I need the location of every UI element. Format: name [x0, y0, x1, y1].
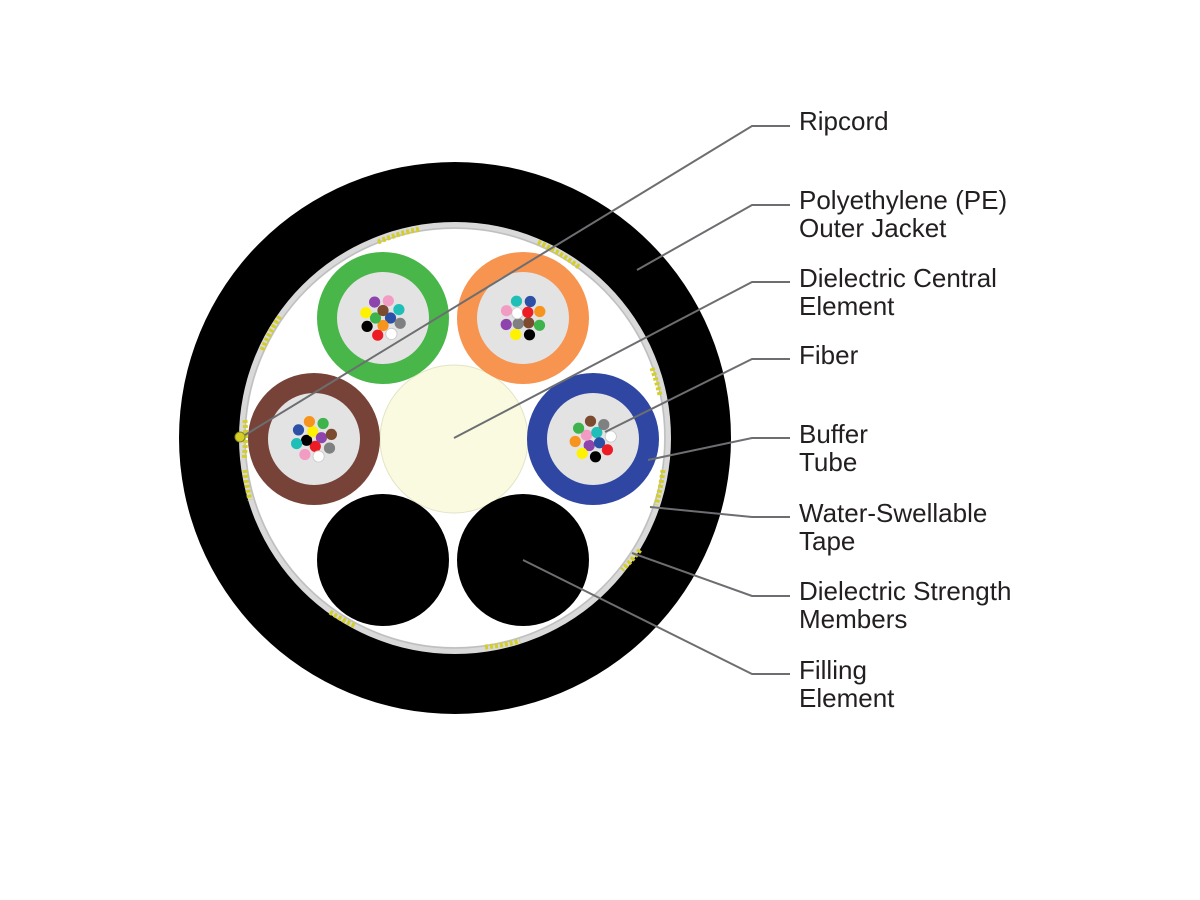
dielectric-central-element [379, 364, 529, 514]
fiber [523, 329, 536, 341]
label-water-swellable-tape-line-2: Tape [799, 526, 856, 556]
strength-member-segment [242, 469, 253, 501]
buffer-tube-orange [457, 252, 589, 384]
fiber [598, 419, 610, 431]
fiber [511, 307, 524, 320]
leader-line-strength-members [631, 552, 790, 597]
fiber [385, 327, 398, 340]
label-strength-members-line-2: Members [799, 604, 908, 634]
fiber [584, 415, 597, 427]
leader-line-buffer-tube [647, 437, 790, 461]
strength-member-segment [484, 638, 521, 650]
strength-member-segment [328, 609, 357, 629]
label-ripcord: Ripcord [799, 107, 889, 135]
filling-element-left [317, 494, 449, 626]
fiber [512, 318, 524, 330]
fiber [307, 426, 319, 438]
fiber [377, 304, 389, 317]
strength-member-segment [259, 314, 283, 351]
fiber [323, 442, 336, 454]
label-water-swellable-tape: Water-Swellable Tape [799, 499, 987, 555]
label-filling-element-line-1: Filling [799, 655, 867, 685]
dielectric-strength-members [241, 226, 666, 650]
label-fiber: Fiber [799, 341, 858, 369]
ripcord [234, 431, 246, 443]
label-outer-jacket-line-2: Outer Jacket [799, 213, 947, 243]
leader-line-fiber [604, 358, 790, 433]
fiber [303, 416, 315, 428]
strength-member-segment [649, 367, 663, 396]
strength-member-segment [241, 419, 248, 461]
fiber [576, 447, 588, 459]
leader-line-ripcord [244, 125, 790, 436]
fiber [593, 437, 606, 449]
fiber [523, 317, 535, 329]
leader-lines [244, 125, 790, 675]
fiber [369, 296, 381, 308]
fiber [309, 440, 321, 452]
fiber [569, 435, 581, 448]
fiber [369, 312, 382, 324]
fiber [589, 451, 602, 463]
label-central-element: Dielectric Central Element [799, 264, 997, 320]
fiber [500, 305, 513, 317]
fiber [291, 438, 303, 450]
fiber [384, 312, 397, 324]
buffer-tube-blue [527, 373, 659, 505]
leader-line-outer-jacket [636, 204, 790, 271]
fiber [382, 295, 394, 307]
leader-line-water-swellable-tape [649, 506, 790, 518]
label-filling-element: Filling Element [799, 656, 894, 712]
strength-member-segment [536, 239, 582, 270]
label-ripcord-line-1: Ripcord [799, 106, 889, 136]
label-buffer-tube-line-1: Buffer [799, 419, 868, 449]
fiber [301, 434, 313, 446]
label-central-element-line-1: Dielectric Central [799, 263, 997, 293]
fiber [510, 328, 522, 341]
fiber [534, 305, 546, 318]
buffer-tube-brown [248, 373, 380, 505]
label-strength-members-line-1: Dielectric Strength [799, 576, 1012, 606]
fiber [393, 304, 405, 316]
label-buffer-tube: Buffer Tube [799, 420, 868, 476]
fiber [524, 295, 536, 308]
label-central-element-line-2: Element [799, 291, 895, 321]
fiber [601, 444, 614, 456]
fiber [361, 320, 373, 332]
fiber [377, 319, 389, 332]
fiber [533, 319, 546, 331]
buffer-tube-green [317, 252, 449, 384]
label-strength-members: Dielectric Strength Members [799, 577, 1011, 633]
leader-line-central-element [453, 281, 790, 439]
fiber [394, 317, 406, 329]
fiber [522, 306, 534, 318]
strength-member-segment [620, 548, 642, 572]
fiber [325, 428, 337, 440]
fiber [292, 424, 305, 436]
fiber [591, 426, 603, 439]
fiber [604, 430, 617, 443]
strength-member-segment [653, 469, 666, 506]
fiber [317, 417, 329, 430]
label-water-swellable-tape-line-1: Water-Swellable [799, 498, 988, 528]
fiber [580, 429, 593, 441]
label-buffer-tube-line-2: Tube [799, 447, 858, 477]
label-filling-element-line-2: Element [799, 683, 895, 713]
fiber [573, 422, 585, 434]
label-outer-jacket-line-1: Polyethylene (PE) [799, 185, 1008, 215]
fiber [510, 295, 523, 307]
label-fiber-line-1: Fiber [799, 340, 859, 370]
fiber [583, 439, 595, 452]
fiber [299, 448, 311, 461]
fiber [372, 329, 384, 341]
fiber [315, 432, 327, 444]
label-outer-jacket: Polyethylene (PE) Outer Jacket [799, 186, 1007, 242]
fiber [312, 450, 325, 463]
strength-member-segment [377, 226, 421, 245]
fiber [500, 318, 512, 331]
leader-line-filling-element [522, 559, 790, 675]
fiber [360, 307, 372, 319]
